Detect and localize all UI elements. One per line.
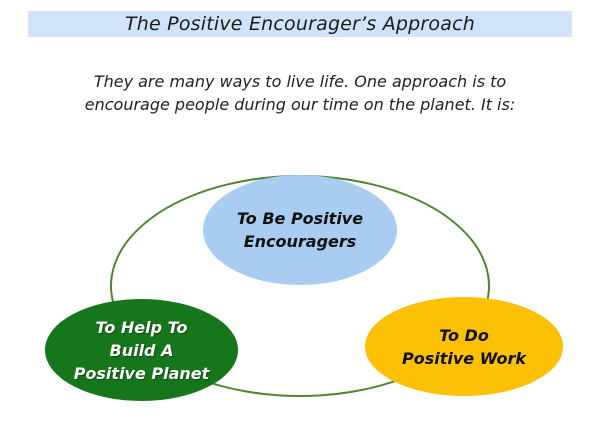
node-to-be-positive-encouragers: To Be Positive Encouragers <box>203 175 397 285</box>
node-label-line: To Help To <box>95 317 188 337</box>
subtitle-line-1: They are many ways to live life. One app… <box>93 72 507 91</box>
node-label-line: Positive Planet <box>73 363 210 383</box>
node-label-line: Positive Work <box>401 348 526 368</box>
subtitle: They are many ways to live life. One app… <box>0 70 600 116</box>
node-to-do-positive-work: To Do Positive Work <box>365 297 563 396</box>
node-label-line: Build A <box>109 340 174 360</box>
node-label: To Do Positive Work <box>402 324 526 370</box>
page-title: The Positive Encourager’s Approach <box>125 13 475 35</box>
node-label-line: Encouragers <box>243 232 357 251</box>
title-bar: The Positive Encourager’s Approach <box>28 11 572 37</box>
node-label: To Be Positive Encouragers <box>237 207 363 253</box>
node-to-help-to-build-a-positive-planet: To Help To Build A Positive Planet <box>45 299 238 401</box>
subtitle-line-2: encourage people during our time on the … <box>84 95 516 114</box>
node-label-line: To Be Positive <box>236 209 364 228</box>
circle-diagram: To Be Positive Encouragers To Help To Bu… <box>0 160 600 438</box>
node-label-line: To Do <box>439 325 489 345</box>
node-label: To Help To Build A Positive Planet <box>74 316 210 385</box>
